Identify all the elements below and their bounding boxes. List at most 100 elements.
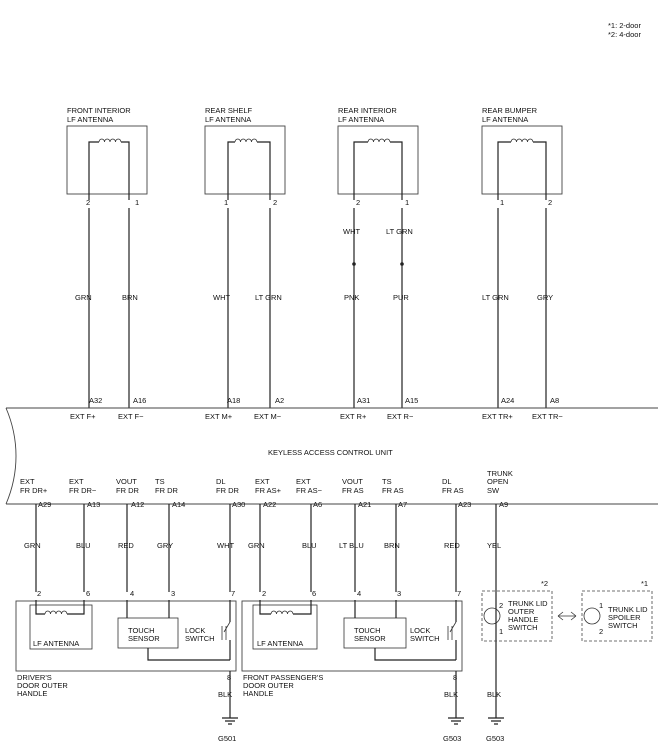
lock-switch-icon <box>221 621 231 640</box>
terminal-id: A21 <box>358 500 371 509</box>
terminal-id: A6 <box>313 500 322 509</box>
ground-icon <box>488 717 504 725</box>
terminal-id: A12 <box>131 500 144 509</box>
wire-color: WHT <box>217 541 234 550</box>
handle-antenna-label: LF ANTENNA <box>33 639 79 648</box>
wire-color: RED <box>118 541 134 550</box>
variant-mark: *1 <box>641 579 648 588</box>
antenna-title: LF ANTENNA <box>338 115 384 124</box>
wire-color: BLU <box>76 541 91 550</box>
wire-color: WHT <box>213 293 230 302</box>
bottom-terminal-ids: A29 A13 A12 A14 A30 A22 A6 A21 A7 A23 A9… <box>24 500 508 598</box>
wire-color: LT BLU <box>339 541 364 550</box>
alternative-arrow-icon <box>557 611 577 621</box>
rear-shelf-lf-antenna: REAR SHELF LF ANTENNA 1 2 WHT LT GRN A18… <box>204 106 286 421</box>
antenna-title: FRONT INTERIOR <box>67 106 131 115</box>
antenna-title: REAR BUMPER <box>482 106 538 115</box>
handle-title: DOOR OUTER <box>243 681 294 690</box>
antenna-title: LF ANTENNA <box>482 115 528 124</box>
lock-switch-label: SWITCH <box>185 634 215 643</box>
signal-label: TRUNK <box>487 469 513 478</box>
handle-antenna-label: LF ANTENNA <box>257 639 303 648</box>
terminal-id: A8 <box>550 396 559 405</box>
wire-color: BRN <box>122 293 138 302</box>
signal-label: TS <box>155 477 165 486</box>
pin-number: 3 <box>171 589 175 598</box>
touch-sensor-label: SENSOR <box>128 634 160 643</box>
pin-number: 1 <box>500 198 504 207</box>
pin-number: 1 <box>599 601 603 610</box>
terminal-id: A31 <box>357 396 370 405</box>
wire-color: GRN <box>248 541 265 550</box>
signal-label: VOUT <box>116 477 137 486</box>
signal-label: FR AS+ <box>255 486 282 495</box>
antenna-title: REAR INTERIOR <box>338 106 397 115</box>
wire-color: WHT <box>343 227 360 236</box>
pin-number: 2 <box>548 198 552 207</box>
wire-color: GRN <box>75 293 92 302</box>
switch-label: SWITCH <box>508 623 538 632</box>
antenna-title: LF ANTENNA <box>67 115 113 124</box>
pin-number: 1 <box>499 627 503 636</box>
antenna-coil-icon <box>98 138 122 143</box>
pin-number: 2 <box>273 198 277 207</box>
wire-color: BLK <box>487 690 501 699</box>
touch-sensor-label: TOUCH <box>128 626 155 635</box>
pin-number: 1 <box>405 198 409 207</box>
wire-color: BLU <box>302 541 317 550</box>
wire-color: LT GRN <box>482 293 509 302</box>
signal-label: EXT F− <box>118 412 144 421</box>
wire-color: GRY <box>157 541 173 550</box>
terminal-id: A22 <box>263 500 276 509</box>
handle-title: HANDLE <box>17 689 47 698</box>
terminal-id: A16 <box>133 396 146 405</box>
signal-label: FR DR <box>216 486 239 495</box>
pin-number: 4 <box>130 589 134 598</box>
pin-number: 8 <box>453 673 457 682</box>
terminal-id: A18 <box>227 396 240 405</box>
antenna-title: LF ANTENNA <box>205 115 251 124</box>
terminal-id: A7 <box>398 500 407 509</box>
wire-color: GRN <box>24 541 41 550</box>
pin-number: 8 <box>227 673 231 682</box>
antenna-coil-icon <box>270 610 294 615</box>
switch-label: TRUNK LID <box>508 599 548 608</box>
antenna-coil-icon <box>44 610 68 615</box>
handle-title: DRIVER'S <box>17 673 52 682</box>
switch-label: SPOILER <box>608 613 641 622</box>
terminal-id: A30 <box>232 500 245 509</box>
signal-label: SW <box>487 486 500 495</box>
note-4door: *2: 4-door <box>608 30 641 39</box>
signal-label: EXT <box>69 477 84 486</box>
handle-title: FRONT PASSENGER'S <box>243 673 323 682</box>
wire-color: LT GRN <box>255 293 282 302</box>
signal-label: EXT <box>296 477 311 486</box>
wire-color: BLK <box>444 690 458 699</box>
pin-number: 6 <box>312 589 316 598</box>
ground-label: G503 <box>486 734 504 743</box>
rear-interior-lf-antenna: REAR INTERIOR LF ANTENNA 2 1 WHT LT GRN … <box>337 106 419 421</box>
switch-label: OUTER <box>508 607 535 616</box>
signal-label: EXT M− <box>254 412 282 421</box>
wire-color: PUR <box>393 293 409 302</box>
pin-number: 3 <box>397 589 401 598</box>
switch-icon <box>583 607 601 625</box>
terminal-id: A9 <box>499 500 508 509</box>
signal-label: EXT M+ <box>205 412 233 421</box>
pin-number: 1 <box>135 198 139 207</box>
pin-number: 2 <box>37 589 41 598</box>
signal-label: FR DR <box>116 486 139 495</box>
signal-label: OPEN <box>487 477 508 486</box>
antenna-title: REAR SHELF <box>205 106 253 115</box>
wire-color: YEL <box>487 541 501 550</box>
variant-mark: *2 <box>541 579 548 588</box>
drivers-door-outer-handle: LF ANTENNA TOUCH SENSOR LOCK SWITCH 8 BL… <box>15 600 238 743</box>
signal-label: EXT <box>255 477 270 486</box>
lock-switch-label: LOCK <box>410 626 430 635</box>
terminal-id: A13 <box>87 500 100 509</box>
signal-label: EXT F+ <box>70 412 96 421</box>
control-unit-label: KEYLESS ACCESS CONTROL UNIT <box>268 448 393 457</box>
lock-switch-icon <box>447 621 457 640</box>
signal-label: FR AS <box>382 486 404 495</box>
